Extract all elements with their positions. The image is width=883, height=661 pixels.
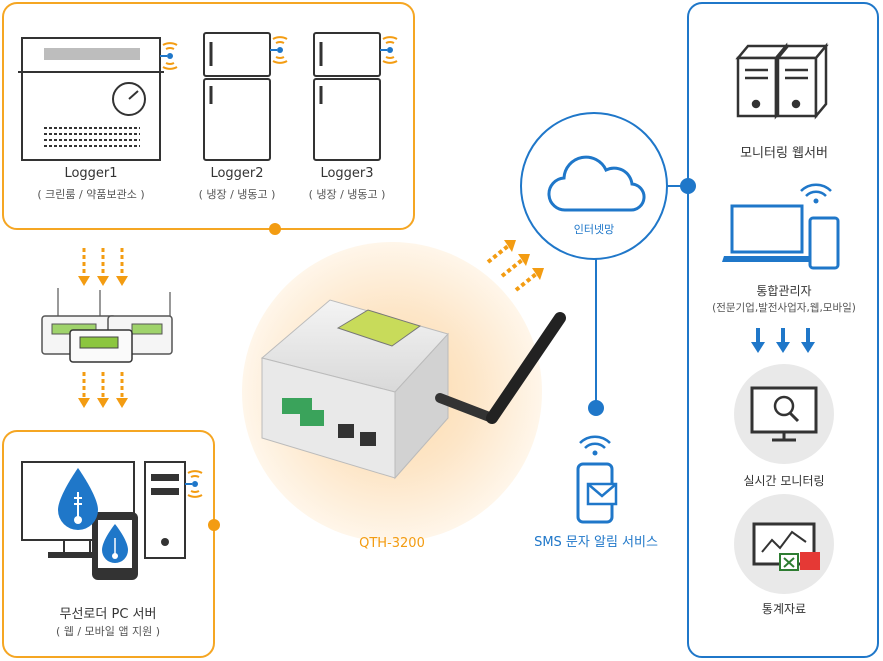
wifi-icon (800, 183, 832, 204)
monitor-search-icon (750, 386, 818, 442)
wireless-signal-icon (160, 42, 178, 70)
pc-server-icon (21, 461, 186, 580)
wireless-signal-icon (270, 36, 288, 64)
cloud-icon (547, 155, 646, 212)
refrigerator-icon (313, 32, 381, 161)
wireless-signal-icon (185, 470, 203, 498)
down-arrow-icon (751, 328, 815, 353)
down-arrow-icon (78, 372, 128, 408)
web-server-label: 모니터링 웹서버 (740, 146, 828, 161)
server-tower-icon (735, 42, 829, 120)
sms-label: SMS 문자 알림 서비스 (534, 535, 658, 550)
wireless-signal-icon (380, 36, 398, 64)
logger2-desc: ( 냉장 / 냉동고 ) (198, 188, 276, 201)
manager-desc: (전문기업,발전사업자,웹,모바일) (712, 302, 856, 314)
manager-label: 통합관리자 (756, 284, 812, 298)
data-logger-device-icon (260, 299, 566, 480)
pc-server-title: 무선로더 PC 서버 (59, 607, 157, 622)
right-panel-box (687, 2, 879, 658)
report-excel-pdf-icon (752, 522, 820, 571)
refrigerator-icon (203, 32, 271, 161)
realtime-label: 실시간 모니터링 (743, 474, 825, 488)
logger1-desc: ( 크린룸 / 약품보관소 ) (37, 188, 145, 201)
pc-server-dot (208, 519, 220, 531)
mobile-mail-icon (576, 462, 618, 524)
logger-group-box (2, 2, 415, 230)
pc-server-box (2, 430, 215, 658)
down-arrow-icon (78, 248, 128, 286)
wireless-receiver-icon (41, 288, 173, 363)
logger1-name: Logger1 (64, 166, 118, 181)
pc-server-desc: ( 웹 / 모바일 앱 지원 ) (55, 625, 161, 638)
logger3-desc: ( 냉장 / 냉동고 ) (308, 188, 386, 201)
stats-label: 통계자료 (761, 602, 807, 616)
device-label: QTH-3200 (359, 536, 425, 551)
sms-dot (588, 400, 604, 416)
wifi-icon (579, 435, 611, 456)
laptop-tablet-icon (722, 204, 840, 270)
logger-group-dot (269, 223, 281, 235)
logger3-name: Logger3 (320, 166, 374, 181)
upload-arrow-icon (486, 240, 544, 292)
internet-label: 인터넷망 (573, 223, 615, 236)
cleanroom-cabinet-icon (18, 37, 164, 161)
logger2-name: Logger2 (210, 166, 264, 181)
